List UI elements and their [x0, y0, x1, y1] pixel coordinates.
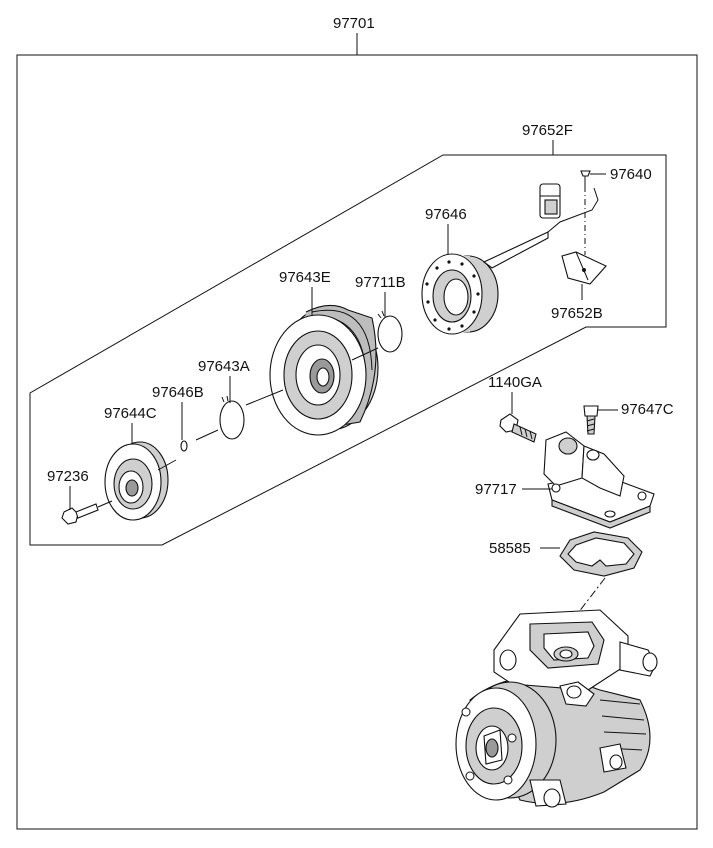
label-97640[interactable]: 97640: [610, 166, 652, 183]
flange-bolt-small-part: [583, 405, 599, 435]
label-97652B[interactable]: 97652B: [551, 305, 603, 322]
snap-ring-a-part: [219, 395, 245, 440]
label-97701[interactable]: 97701: [333, 15, 375, 32]
shim-part: [180, 440, 188, 452]
fitting-part: [543, 431, 655, 529]
field-coil-part: [421, 231, 549, 335]
flange-bolt-part: [499, 413, 537, 443]
label-97644C[interactable]: 97644C: [104, 405, 157, 422]
label-58585[interactable]: 58585: [489, 540, 531, 557]
pulley-part: [269, 304, 379, 436]
hub-part: [104, 441, 169, 521]
label-97717[interactable]: 97717: [475, 481, 517, 498]
connector-part: [539, 183, 599, 233]
label-97652F[interactable]: 97652F: [522, 122, 573, 139]
bracket-part: [561, 251, 607, 285]
label-97643A[interactable]: 97643A: [198, 358, 250, 375]
screw-97640-part: [580, 170, 606, 255]
label-97643E[interactable]: 97643E: [279, 269, 331, 286]
clutch-frame: [29, 154, 667, 546]
label-97646B[interactable]: 97646B: [152, 384, 204, 401]
label-97236[interactable]: 97236: [47, 468, 89, 485]
snap-ring-b-part: [377, 310, 403, 353]
gasket-part: [559, 531, 643, 577]
label-1140GA[interactable]: 1140GA: [488, 374, 542, 391]
center-bolt-part: [61, 500, 113, 525]
compressor-part: [455, 609, 658, 808]
label-97711B[interactable]: 97711B: [355, 274, 406, 291]
label-97646[interactable]: 97646: [425, 206, 467, 223]
label-97647C[interactable]: 97647C: [621, 401, 674, 418]
